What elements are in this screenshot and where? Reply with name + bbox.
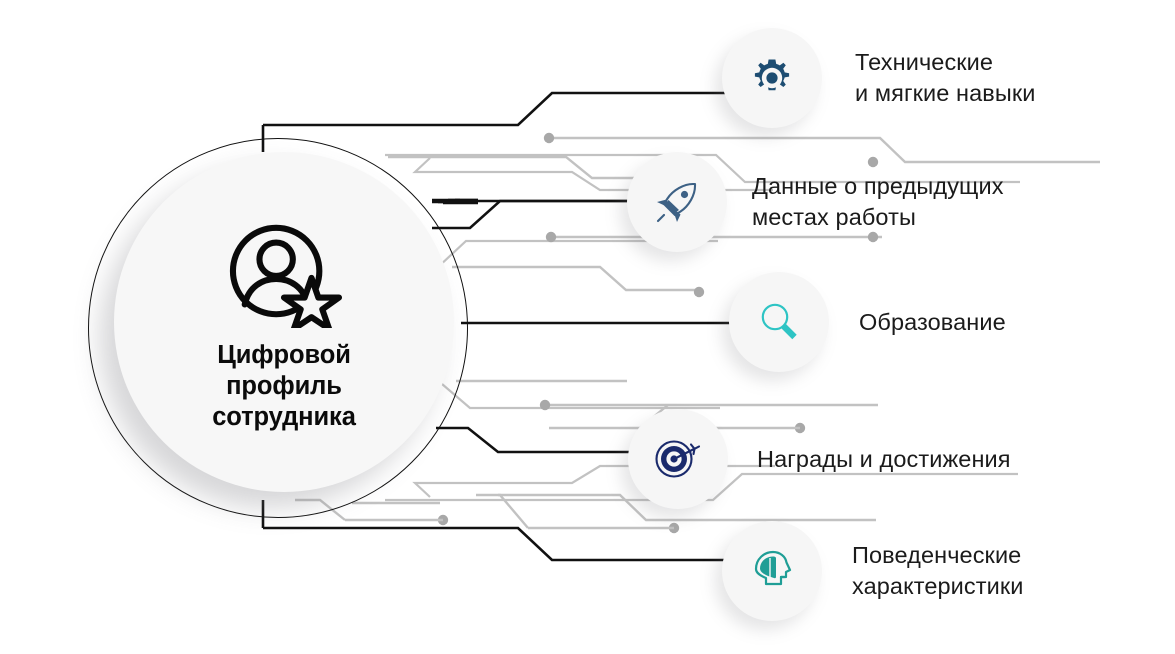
branch-label: Технические и мягкие навыки <box>855 49 1036 106</box>
branch-node-behavioral-characteristics[interactable]: Поведенческие характеристики <box>722 521 1023 621</box>
head-profile-icon <box>754 550 792 586</box>
trace-dot-3 <box>545 231 557 243</box>
magnifier-icon <box>761 303 797 340</box>
trace-dot-1 <box>543 132 555 144</box>
trace-dot-5 <box>693 286 705 298</box>
secondary-trace-n <box>476 493 529 529</box>
star-shape <box>280 274 343 328</box>
branch-node-awards-and-achievements[interactable]: Награды и достижения <box>628 409 1011 509</box>
trace-dot-6 <box>539 399 551 411</box>
branch-icon-bubble <box>628 409 728 509</box>
hub-outer-ring <box>88 138 468 518</box>
primary-wire-1 <box>263 91 742 127</box>
hub-title: Цифровой профиль сотрудника <box>212 341 356 431</box>
rocket-icon <box>656 182 697 223</box>
branch-label: Образование <box>859 308 1006 335</box>
branch-node-education[interactable]: Образование <box>729 272 1006 372</box>
gear-icon <box>754 59 790 91</box>
target-icon <box>655 440 701 478</box>
branch-label: Награды и достижения <box>757 445 1011 472</box>
branch-icon-bubble <box>722 521 822 621</box>
branch-icon-bubble <box>722 28 822 128</box>
primary-wire-5 <box>263 526 742 562</box>
branch-node-previous-workplaces-data[interactable]: Данные о предыдущих местах работы <box>627 152 1004 252</box>
branch-label: Поведенческие характеристики <box>852 542 1024 599</box>
branch-icon-bubble <box>729 272 829 372</box>
trace-dot-9 <box>668 522 680 534</box>
user-star-icon <box>229 224 343 328</box>
hub-node[interactable]: Цифровой профиль сотрудника <box>88 138 470 520</box>
secondary-trace-d <box>452 265 700 292</box>
branch-node-technical-and-soft-skills[interactable]: Технические и мягкие навыки <box>722 28 1035 128</box>
hub-disc: Цифровой профиль сотрудника <box>114 152 454 492</box>
branch-label: Данные о предыдущих местах работы <box>752 173 1004 230</box>
branch-icon-bubble <box>627 152 727 252</box>
